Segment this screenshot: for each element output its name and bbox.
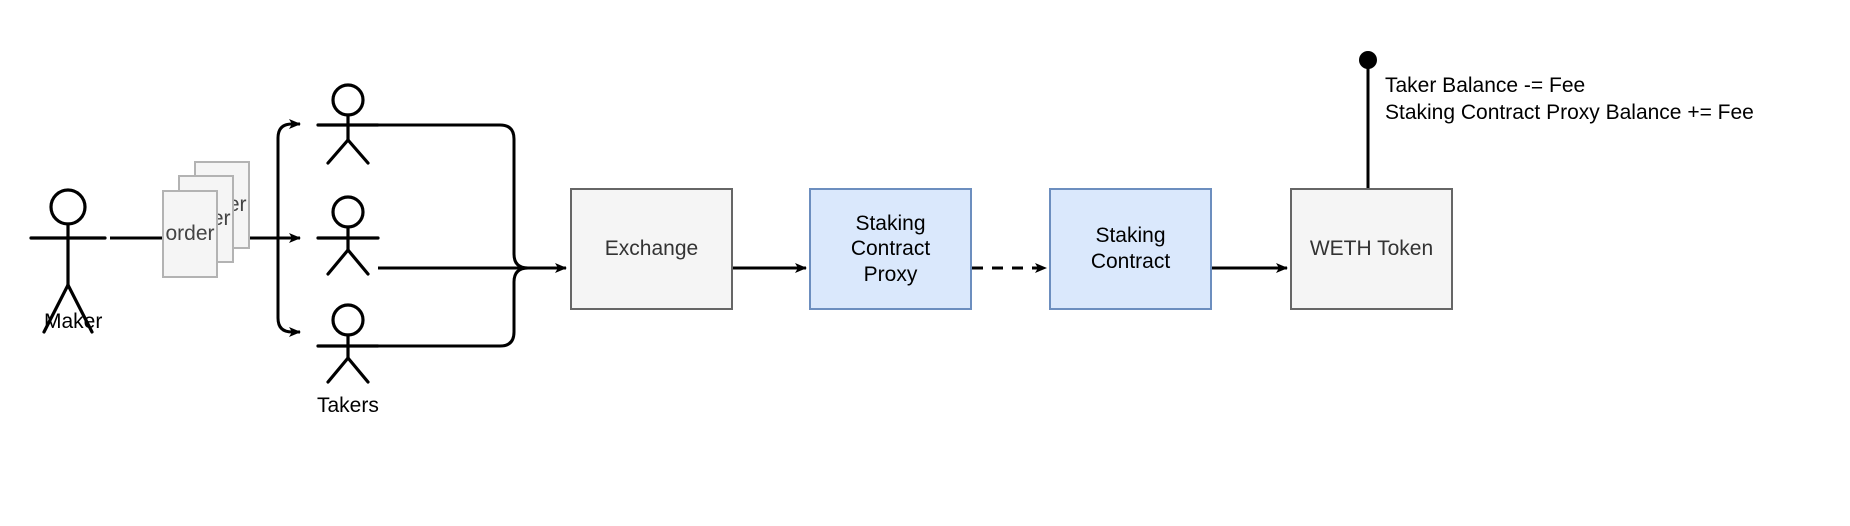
order-card-front[interactable]: order [162,190,218,278]
node-staking-contract-proxy[interactable]: Staking Contract Proxy [809,188,972,310]
taker-middle-figure [316,195,380,276]
node-exchange-label: Exchange [604,237,699,261]
edge-taker-bottom-to-exchange [378,266,532,348]
callout-line-1: Taker Balance -= Fee [1385,74,1586,97]
maker-figure [29,188,107,334]
edge-taker-top-to-exchange [378,123,532,270]
order-card-front-label: order [165,222,215,245]
node-staking-contract[interactable]: Staking Contract [1049,188,1212,310]
callout-line-2: Staking Contract Proxy Balance += Fee [1385,101,1754,124]
edge-branch-down-to-taker-bottom [276,238,301,337]
maker-label: Maker [44,310,103,333]
node-staking-contract-proxy-label: Staking Contract Proxy [850,211,931,286]
takers-label: Takers [317,394,379,417]
node-weth-token-label: WETH Token [1309,237,1434,261]
taker-bottom-figure [316,303,380,384]
node-exchange[interactable]: Exchange [570,188,733,310]
edge-branch-up-to-taker-top [276,119,301,238]
node-staking-contract-label: Staking Contract [1090,224,1171,273]
callout-anchor-dot [1359,51,1377,69]
node-weth-token[interactable]: WETH Token [1290,188,1453,310]
taker-top-figure [316,83,380,165]
